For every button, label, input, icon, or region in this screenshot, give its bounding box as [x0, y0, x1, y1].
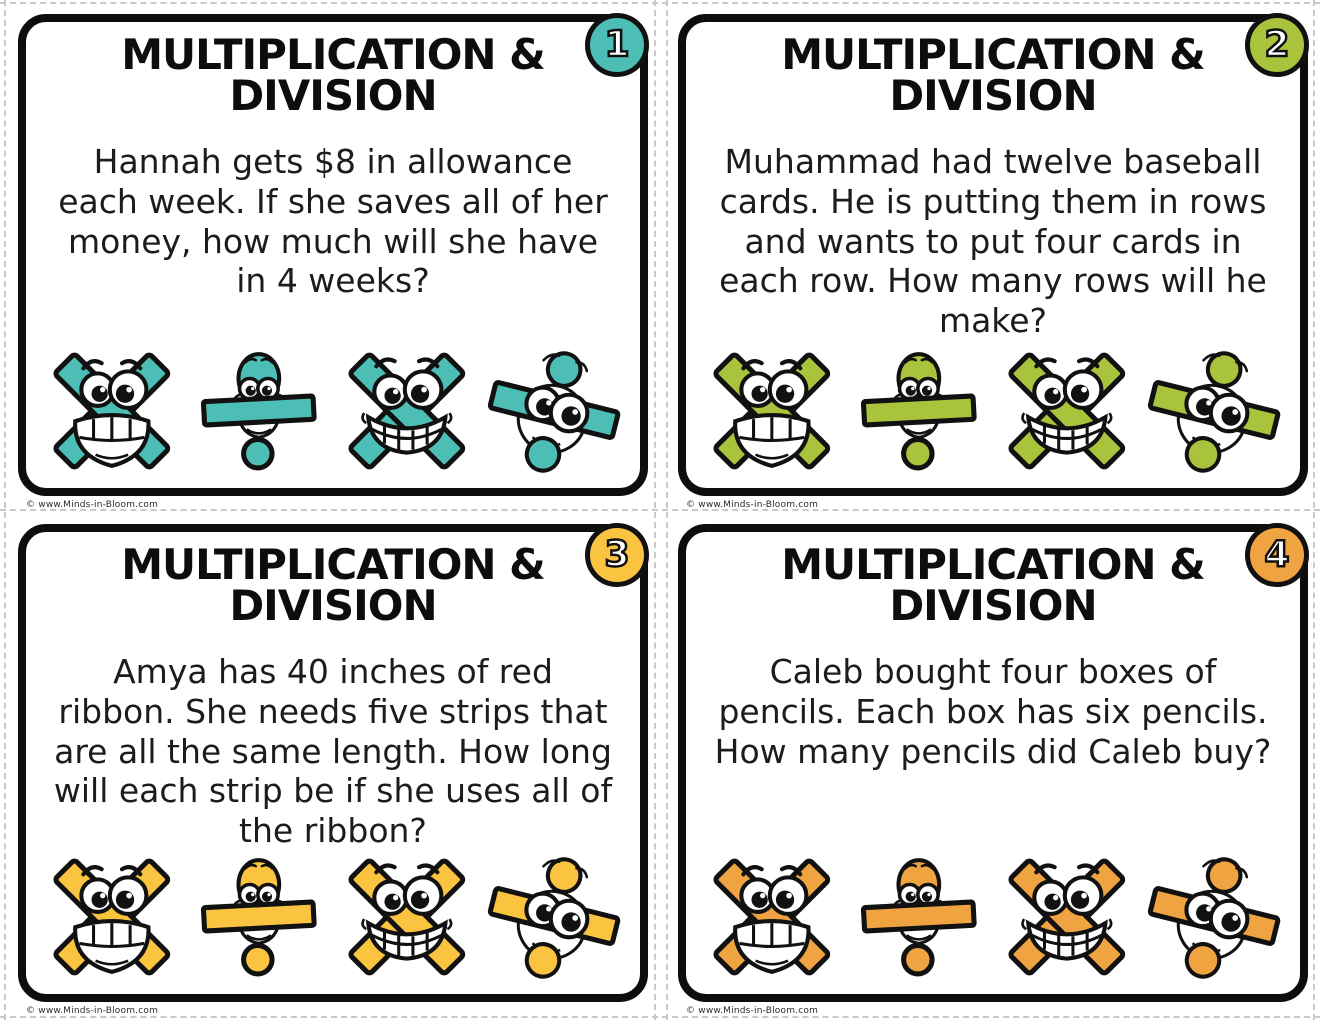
copyright-watermark: © www.Minds-in-Bloom.com: [26, 500, 159, 510]
division-tilted-icon: [484, 348, 624, 474]
task-card-3: 3 MULTIPLICATION & DIVISION Amya has 40 …: [18, 523, 649, 1002]
multiplication-teeth-icon: [337, 348, 477, 474]
card-title: MULTIPLICATION & DIVISION: [781, 30, 1206, 121]
math-characters-row: [42, 854, 624, 980]
task-card-quadrant: 1 MULTIPLICATION & DIVISION Hannah gets …: [0, 0, 660, 510]
card-number-badge: 4: [1245, 523, 1309, 587]
task-card-quadrant: 3 MULTIPLICATION & DIVISION Amya has 40 …: [0, 510, 660, 1020]
division-peek-icon: [189, 854, 329, 980]
division-tilted-icon: [1144, 854, 1284, 980]
division-peek-icon: [849, 348, 989, 474]
copyright-watermark: © www.Minds-in-Bloom.com: [26, 1006, 159, 1016]
problem-text: Hannah gets $8 in allowance each week. I…: [58, 142, 608, 301]
math-characters-row: [42, 348, 624, 474]
task-card-2: 2 MULTIPLICATION & DIVISION Muhammad had…: [678, 13, 1309, 496]
multiplication-teeth-icon: [337, 854, 477, 980]
copyright-watermark: © www.Minds-in-Bloom.com: [686, 500, 819, 510]
task-card-quadrant: 4 MULTIPLICATION & DIVISION Caleb bought…: [660, 510, 1320, 1020]
card-number-badge: 1: [585, 13, 649, 77]
card-number: 2: [1263, 24, 1291, 65]
division-tilted-icon: [484, 854, 624, 980]
multiplication-grin-icon: [42, 348, 182, 474]
cut-line: [0, 2, 1320, 4]
multiplication-teeth-icon: [997, 854, 1137, 980]
cut-line: [0, 509, 1320, 511]
math-characters-row: [702, 854, 1284, 980]
copyright-watermark: © www.Minds-in-Bloom.com: [686, 1006, 819, 1016]
task-card-quadrant: 2 MULTIPLICATION & DIVISION Muhammad had…: [660, 0, 1320, 510]
card-number-badge: 2: [1245, 13, 1309, 77]
card-title: MULTIPLICATION & DIVISION: [121, 30, 546, 121]
problem-text: Amya has 40 inches of red ribbon. She ne…: [53, 652, 613, 850]
task-card-4: 4 MULTIPLICATION & DIVISION Caleb bought…: [678, 523, 1309, 1002]
card-number: 1: [603, 24, 631, 65]
problem-text: Caleb bought four boxes of pencils. Each…: [714, 652, 1272, 771]
card-title: MULTIPLICATION & DIVISION: [781, 540, 1206, 631]
card-title: MULTIPLICATION & DIVISION: [121, 540, 546, 631]
multiplication-grin-icon: [42, 854, 182, 980]
division-tilted-icon: [1144, 348, 1284, 474]
problem-text: Muhammad had twelve baseball cards. He i…: [719, 142, 1267, 340]
card-number: 4: [1263, 534, 1291, 575]
multiplication-teeth-icon: [997, 348, 1137, 474]
multiplication-grin-icon: [702, 348, 842, 474]
math-characters-row: [702, 348, 1284, 474]
card-number: 3: [603, 534, 631, 575]
division-peek-icon: [189, 348, 329, 474]
card-number-badge: 3: [585, 523, 649, 587]
division-peek-icon: [849, 854, 989, 980]
task-card-1: 1 MULTIPLICATION & DIVISION Hannah gets …: [18, 13, 649, 496]
cut-line: [0, 1016, 1320, 1018]
multiplication-grin-icon: [702, 854, 842, 980]
